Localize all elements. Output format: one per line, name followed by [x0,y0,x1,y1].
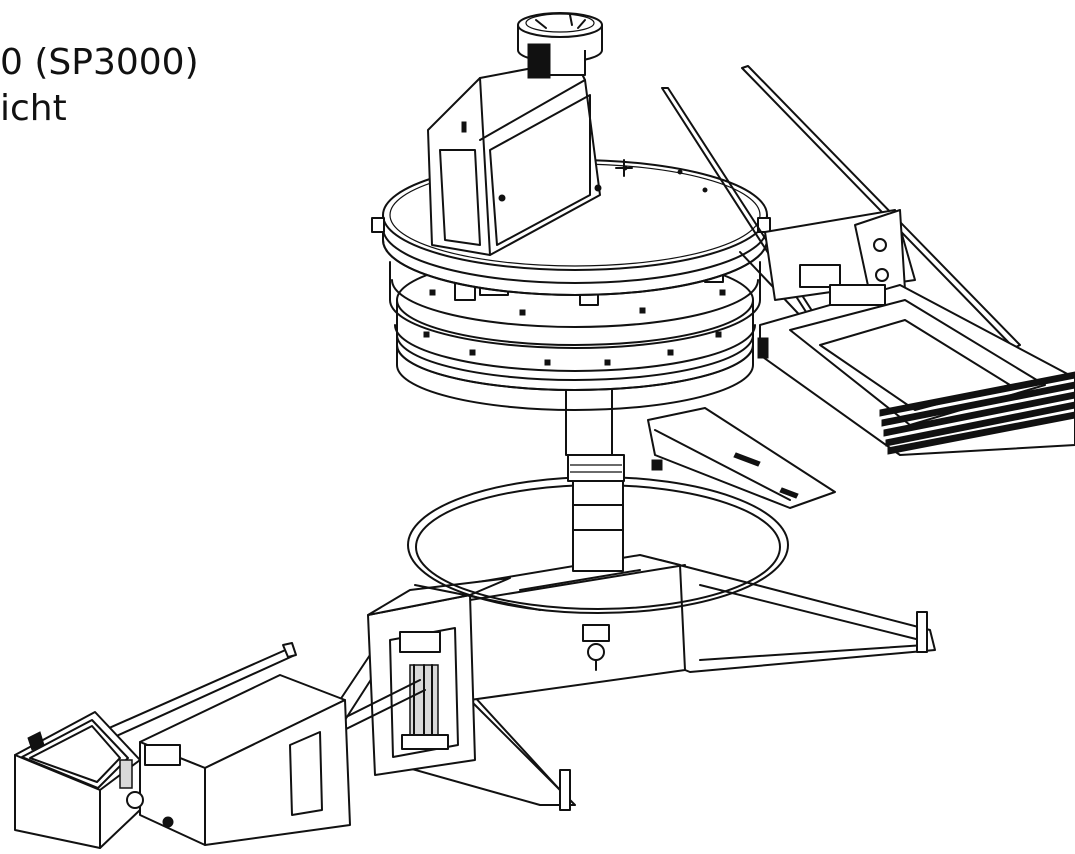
title-block: 0 (SP3000) icht [0,40,199,132]
upper-housing [428,60,601,255]
conveyor-arm [82,643,425,845]
drum-bolts [424,290,725,365]
front-cabinet [368,578,510,775]
base-leg-right [660,560,935,672]
top-cap [518,13,602,78]
valve-unit [583,625,609,670]
title-model-label: 0 (SP3000) [0,42,199,83]
tray-rollers [758,338,1075,454]
support-bracket [648,408,835,508]
center-column [566,385,624,571]
control-unit [15,712,173,848]
title-view-label: icht [0,88,67,129]
